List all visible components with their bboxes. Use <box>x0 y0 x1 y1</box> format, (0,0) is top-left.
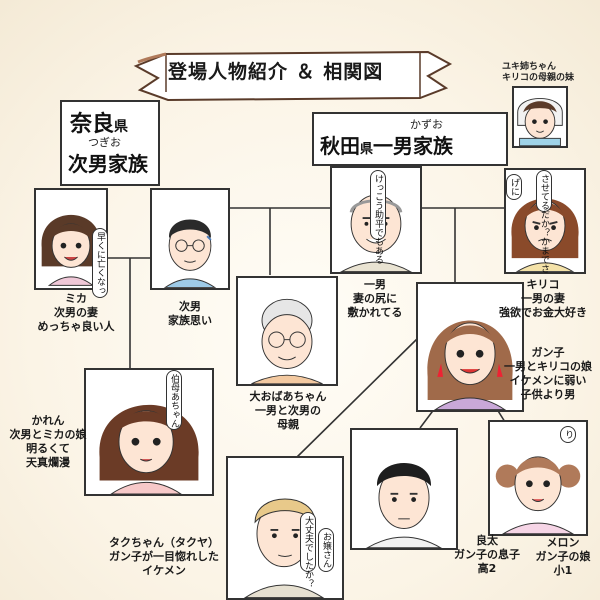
obaachan-portrait <box>236 276 338 386</box>
title-banner <box>133 50 453 102</box>
ganko-desc-3: 子供より男 <box>520 388 576 401</box>
mika-label: ミカ 次男の妻 めっちゃ良い人 <box>26 292 126 334</box>
karen-portrait <box>84 368 214 496</box>
jinan-desc-1: 家族思い <box>168 314 212 327</box>
mika-bubble: 早くに亡くなっ <box>92 228 108 298</box>
kiriko-desc-2: 強欲でお金大好き <box>499 306 587 319</box>
nara-family-name: 次男家族 <box>68 152 148 176</box>
ganko-desc-2: イケメンに弱い <box>509 374 587 387</box>
karen-label: かれん 次男とミカの娘 明るくて 天真爛漫 <box>2 414 94 470</box>
ryota-desc-1: ガン子の息子 <box>454 548 520 561</box>
obaachan-label: 大おばあちゃん 一男と次男の 母親 <box>236 390 340 432</box>
karen-name: かれん <box>31 414 65 427</box>
ryota-label: 良太 ガン子の息子 高2 <box>452 534 522 576</box>
karen-bubble: 伯母あちゃん <box>166 370 182 430</box>
ichio-desc-2: 敷かれてる <box>347 306 403 319</box>
kiriko-bubble-2: させてるだか？かまでさ <box>536 170 552 273</box>
obaachan-name: 大おばあちゃん <box>249 390 327 403</box>
karen-desc-2: 明るくて <box>26 442 70 455</box>
ganko-portrait <box>416 282 524 412</box>
meron-desc-1: ガン子の娘 <box>535 550 591 563</box>
yuki-note-line-2: キリコの母親の妹 <box>502 73 575 83</box>
kiriko-label: キリコ 一男の妻 強欲でお金大好き <box>490 278 596 320</box>
ganko-name: ガン子 <box>531 346 565 359</box>
meron-name: メロン <box>546 536 580 549</box>
kiriko-name: キリコ <box>526 278 560 291</box>
akita-pref: 秋田 <box>320 134 360 158</box>
ichio-label: 一男 妻の尻に 敷かれてる <box>330 278 420 320</box>
chart-title: 登場人物紹介 ＆ 相関図 <box>168 61 384 83</box>
takuya-desc-1: ガン子が一目惚れした <box>109 550 219 563</box>
kiriko-desc-1: 一男の妻 <box>521 292 565 305</box>
ryota-portrait <box>350 428 458 550</box>
jinan-portrait <box>150 188 230 290</box>
obaachan-desc-2: 母親 <box>277 418 299 431</box>
ganko-desc-1: 一男とキリコの娘 <box>504 360 592 373</box>
nara-ruby: つぎお <box>88 136 121 149</box>
meron-portrait <box>488 420 588 536</box>
nara-pref: 奈良 <box>70 112 115 137</box>
yuki-portrait <box>512 86 568 148</box>
ichio-bubble: けっこう助平でもある <box>370 170 386 264</box>
karen-desc-1: 次男とミカの娘 <box>9 428 87 441</box>
akita-family-name: 一男家族 <box>373 134 454 158</box>
takuya-bubble-1: 大丈夫でしたか？ <box>300 512 316 588</box>
yuki-note-line-1: ユキ姉ちゃん <box>502 62 557 72</box>
takuya-bubble-2: お嬢さん <box>318 528 334 572</box>
ganko-label: ガン子 一男とキリコの娘 イケメンに弱い 子供より男 <box>500 346 596 402</box>
ichio-desc-1: 妻の尻に <box>353 292 397 305</box>
mika-desc-2: めっちゃ良い人 <box>37 320 115 333</box>
nara-pref-suffix: 県 <box>114 119 129 135</box>
akita-family-label: かずお 秋田県一男家族 <box>312 112 508 166</box>
mika-name: ミカ <box>65 292 87 305</box>
takuya-desc-2: イケメン <box>142 564 186 577</box>
kiriko-bubble-1: げに <box>506 174 522 200</box>
takuya-label: タクちゃん（タクヤ） ガン子が一目惚れした イケメン <box>100 536 228 578</box>
meron-desc-2: 小1 <box>553 564 573 577</box>
akita-pref-suffix: 県 <box>360 142 374 157</box>
jinan-label: 次男 家族思い <box>150 300 230 328</box>
yuki-note: ユキ姉ちゃん キリコの母親の妹 <box>502 62 574 84</box>
karen-desc-3: 天真爛漫 <box>26 456 70 469</box>
ryota-desc-2: 高2 <box>477 562 497 575</box>
obaachan-desc-1: 一男と次男の <box>255 404 321 417</box>
nara-family-label: 奈良県 つぎお 次男家族 <box>60 100 160 186</box>
takuya-name: タクちゃん（タクヤ） <box>109 536 219 549</box>
mika-desc-1: 次男の妻 <box>54 306 98 319</box>
ryota-name: 良太 <box>476 534 498 547</box>
meron-label: メロン ガン子の娘 小1 <box>528 536 598 578</box>
akita-ruby: かずお <box>410 118 443 131</box>
jinan-name: 次男 <box>179 300 201 313</box>
ichio-name: 一男 <box>364 278 386 291</box>
meron-bubble: り <box>560 426 576 443</box>
